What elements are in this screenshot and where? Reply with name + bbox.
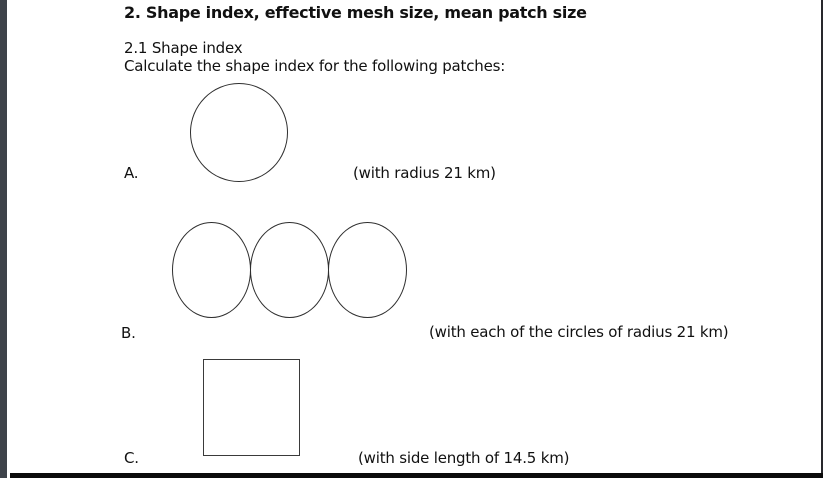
patch-c-label: C. xyxy=(124,449,139,467)
patch-b-circle-3 xyxy=(328,222,407,318)
instruction-text: Calculate the shape index for the follow… xyxy=(124,57,506,75)
patch-a-caption: (with radius 21 km) xyxy=(353,164,496,182)
patch-b-label: B. xyxy=(121,324,136,342)
patch-c-caption: (with side length of 14.5 km) xyxy=(358,449,570,467)
patch-b-circle-1 xyxy=(172,222,251,318)
patch-b-circle-2 xyxy=(250,222,329,318)
viewer-right-edge-line xyxy=(821,0,823,478)
patch-a-label: A. xyxy=(124,164,139,182)
section-heading: 2. Shape index, effective mesh size, mea… xyxy=(124,3,587,22)
subsection-heading: 2.1 Shape index xyxy=(124,39,243,57)
patch-b-tangent-circles-shape xyxy=(172,222,408,318)
patch-b-caption: (with each of the circles of radius 21 k… xyxy=(429,323,729,341)
viewer-left-edge-bar xyxy=(0,0,7,478)
patch-c-square-shape xyxy=(203,359,300,456)
patch-a-circle-shape xyxy=(190,83,288,182)
viewer-bottom-edge-bar xyxy=(10,473,823,478)
